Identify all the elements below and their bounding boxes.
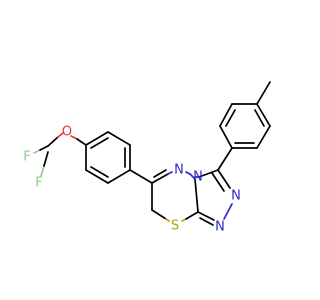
bond-ring2-d: [256, 103, 271, 127]
atom-labels: F F O N N N N S: [23, 125, 241, 235]
bond-s-c: [185, 211, 199, 220]
bond-ring1-e-inner: [90, 166, 109, 178]
bond-nbridge-c-blue: [189, 173, 196, 180]
atom-n-ring-left: N: [174, 163, 184, 178]
bond-n-n-triazole: [223, 203, 233, 220]
bond-nbridge-c3: [198, 169, 219, 178]
bond-ring2-b-inner: [225, 109, 236, 127]
bond-ring1-d: [107, 169, 131, 184]
bond-f-top: [33, 149, 41, 154]
bond-o-ring: [76, 138, 87, 146]
bond-ring1-b: [107, 131, 131, 146]
bond-c-n-double: [153, 169, 167, 178]
bond-ring2-b: [219, 103, 233, 127]
bond-ring2-a: [219, 125, 233, 149]
atom-o-ether: O: [62, 125, 72, 140]
bond-c3-aryl: [217, 147, 233, 171]
atom-f-top: F: [23, 150, 30, 165]
bond-f-bottom: [40, 165, 45, 177]
bond-ring1-a-inner: [90, 137, 109, 149]
bond-ch2-s: [151, 209, 167, 220]
atom-n-triazole-bottom: N: [215, 220, 225, 235]
bond-ring2-e: [256, 125, 271, 149]
molecule-diagram: F F O N N N N S: [23, 81, 271, 235]
bond-o-ring-red: [70, 135, 78, 140]
bond-c3-n: [217, 169, 231, 189]
bond-aryl-c: [129, 169, 153, 184]
atom-f-bottom: F: [35, 176, 42, 191]
atom-n-bridge: N: [193, 170, 203, 185]
bond-c-n-bottom: [197, 211, 215, 221]
bond-methyl: [256, 81, 271, 105]
bond-c-n-black: [151, 173, 169, 184]
bond-ring2-d-inner: [254, 109, 265, 127]
bond-c-n-blue: [167, 171, 173, 175]
structure-svg: F F O N N N N S: [23, 81, 271, 235]
bond-c3-n-double: [211, 172, 225, 192]
bond-f-bottom-inner: [43, 151, 49, 167]
atom-s-ring: S: [171, 219, 179, 234]
bonds: [33, 81, 271, 226]
bond-nbridge-c: [194, 178, 199, 213]
bond-f-top-inner: [39, 145, 49, 151]
bond-c-o: [47, 136, 59, 147]
bond-ring1-a: [85, 131, 109, 146]
atom-n-triazole-top: N: [231, 189, 241, 204]
bond-ring1-e: [85, 169, 109, 184]
bond-c-o-red: [57, 132, 64, 138]
bond-ch2-s-yellow: [165, 218, 170, 222]
bond-c-n-bottom-double: [199, 217, 214, 226]
